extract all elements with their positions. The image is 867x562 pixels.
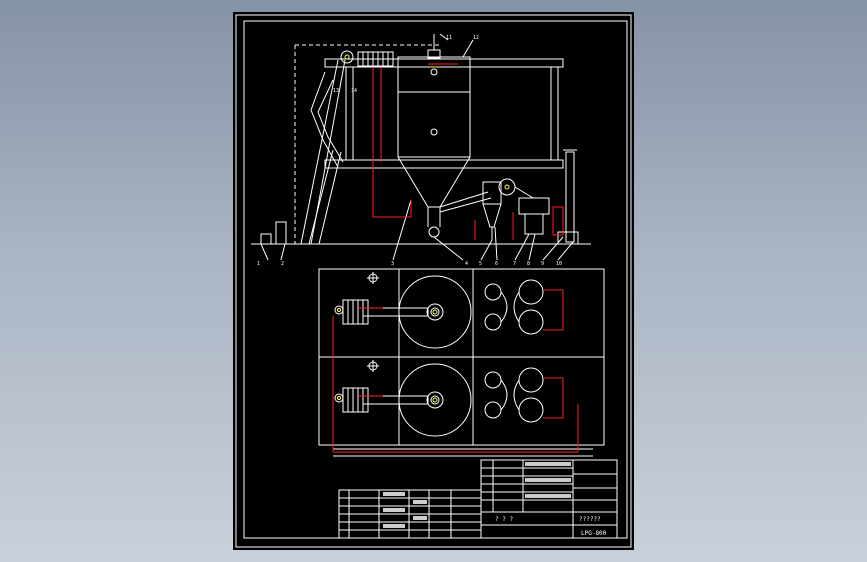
drying-chamber [397,56,471,158]
part-number: 1 [257,261,260,267]
part-number: 11 [446,35,452,41]
mid-cell-text: ? ? ? [495,516,513,523]
part-number: 7 [513,261,516,267]
part-number: 8 [527,261,530,267]
spray-dryer-drawing: 1 2 3 4 5 6 7 8 9 10 11 12 13 14 [235,14,632,548]
part-number: 14 [351,88,357,94]
part-number: 10 [556,261,562,267]
drawing-code: LPG-800 [581,530,607,537]
drawing-sheet: 1 2 3 4 5 6 7 8 9 10 11 12 13 14 [233,12,634,550]
part-number: 13 [333,88,339,94]
part-number: 9 [541,261,544,267]
part-number: 5 [479,261,482,267]
part-number: 2 [281,261,284,267]
title-block [338,459,618,539]
part-number: 4 [465,261,468,267]
title-cell-text: ?????? [579,516,601,523]
part-number: 12 [473,35,479,41]
part-number: 3 [391,261,394,267]
part-number: 6 [495,261,498,267]
